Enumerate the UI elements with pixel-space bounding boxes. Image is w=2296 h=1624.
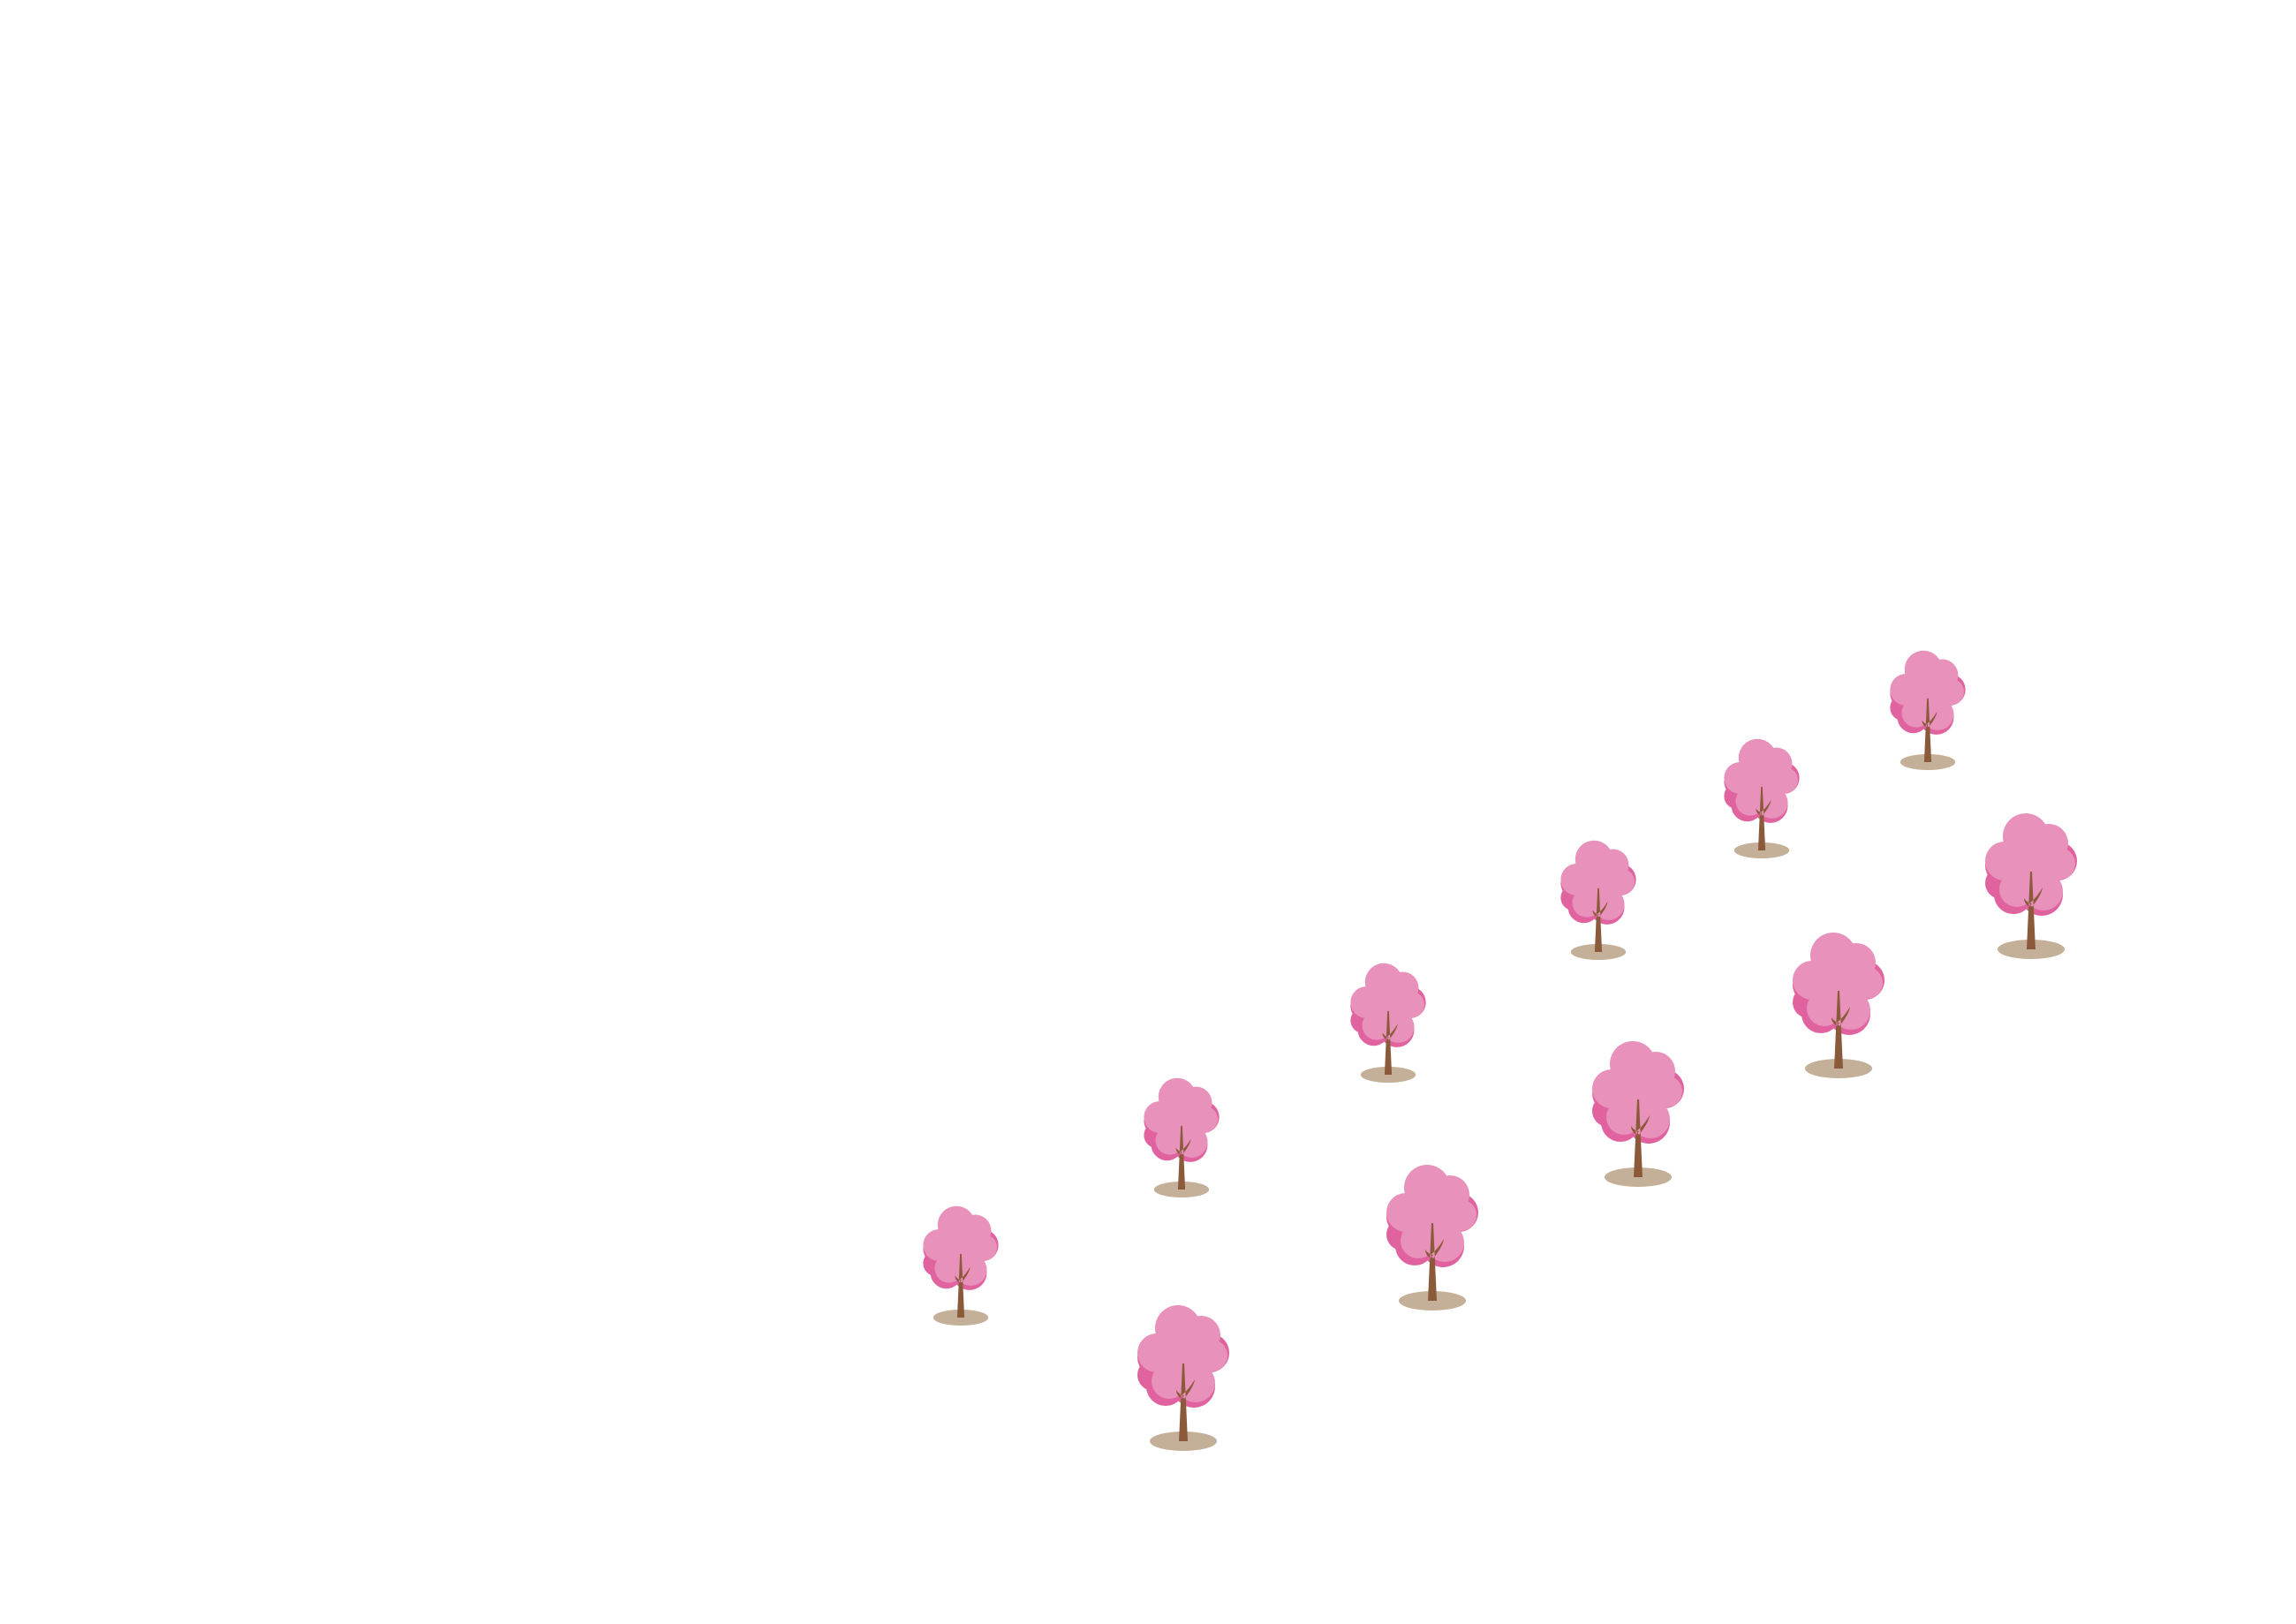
cherry-blossom-tree-icon xyxy=(1560,840,1636,961)
tree-group xyxy=(923,650,2077,1451)
cherry-blossom-tree-icon xyxy=(1793,933,1884,1078)
cherry-blossom-tree-icon xyxy=(1724,738,1800,859)
cherry-blossom-tree-icon xyxy=(1890,650,1966,771)
cherry-blossom-tree-icon xyxy=(1144,1077,1220,1198)
cherry-blossom-tree-icon xyxy=(1350,963,1426,1084)
cherry-blossom-tree-icon xyxy=(1137,1305,1229,1451)
cherry-blossom-tree-icon xyxy=(1386,1165,1478,1311)
cherry-blossom-tree-icon xyxy=(1985,813,2077,959)
cherry-blossom-tree-icon xyxy=(923,1205,999,1326)
cherry-blossom-tree-icon xyxy=(1592,1041,1684,1187)
